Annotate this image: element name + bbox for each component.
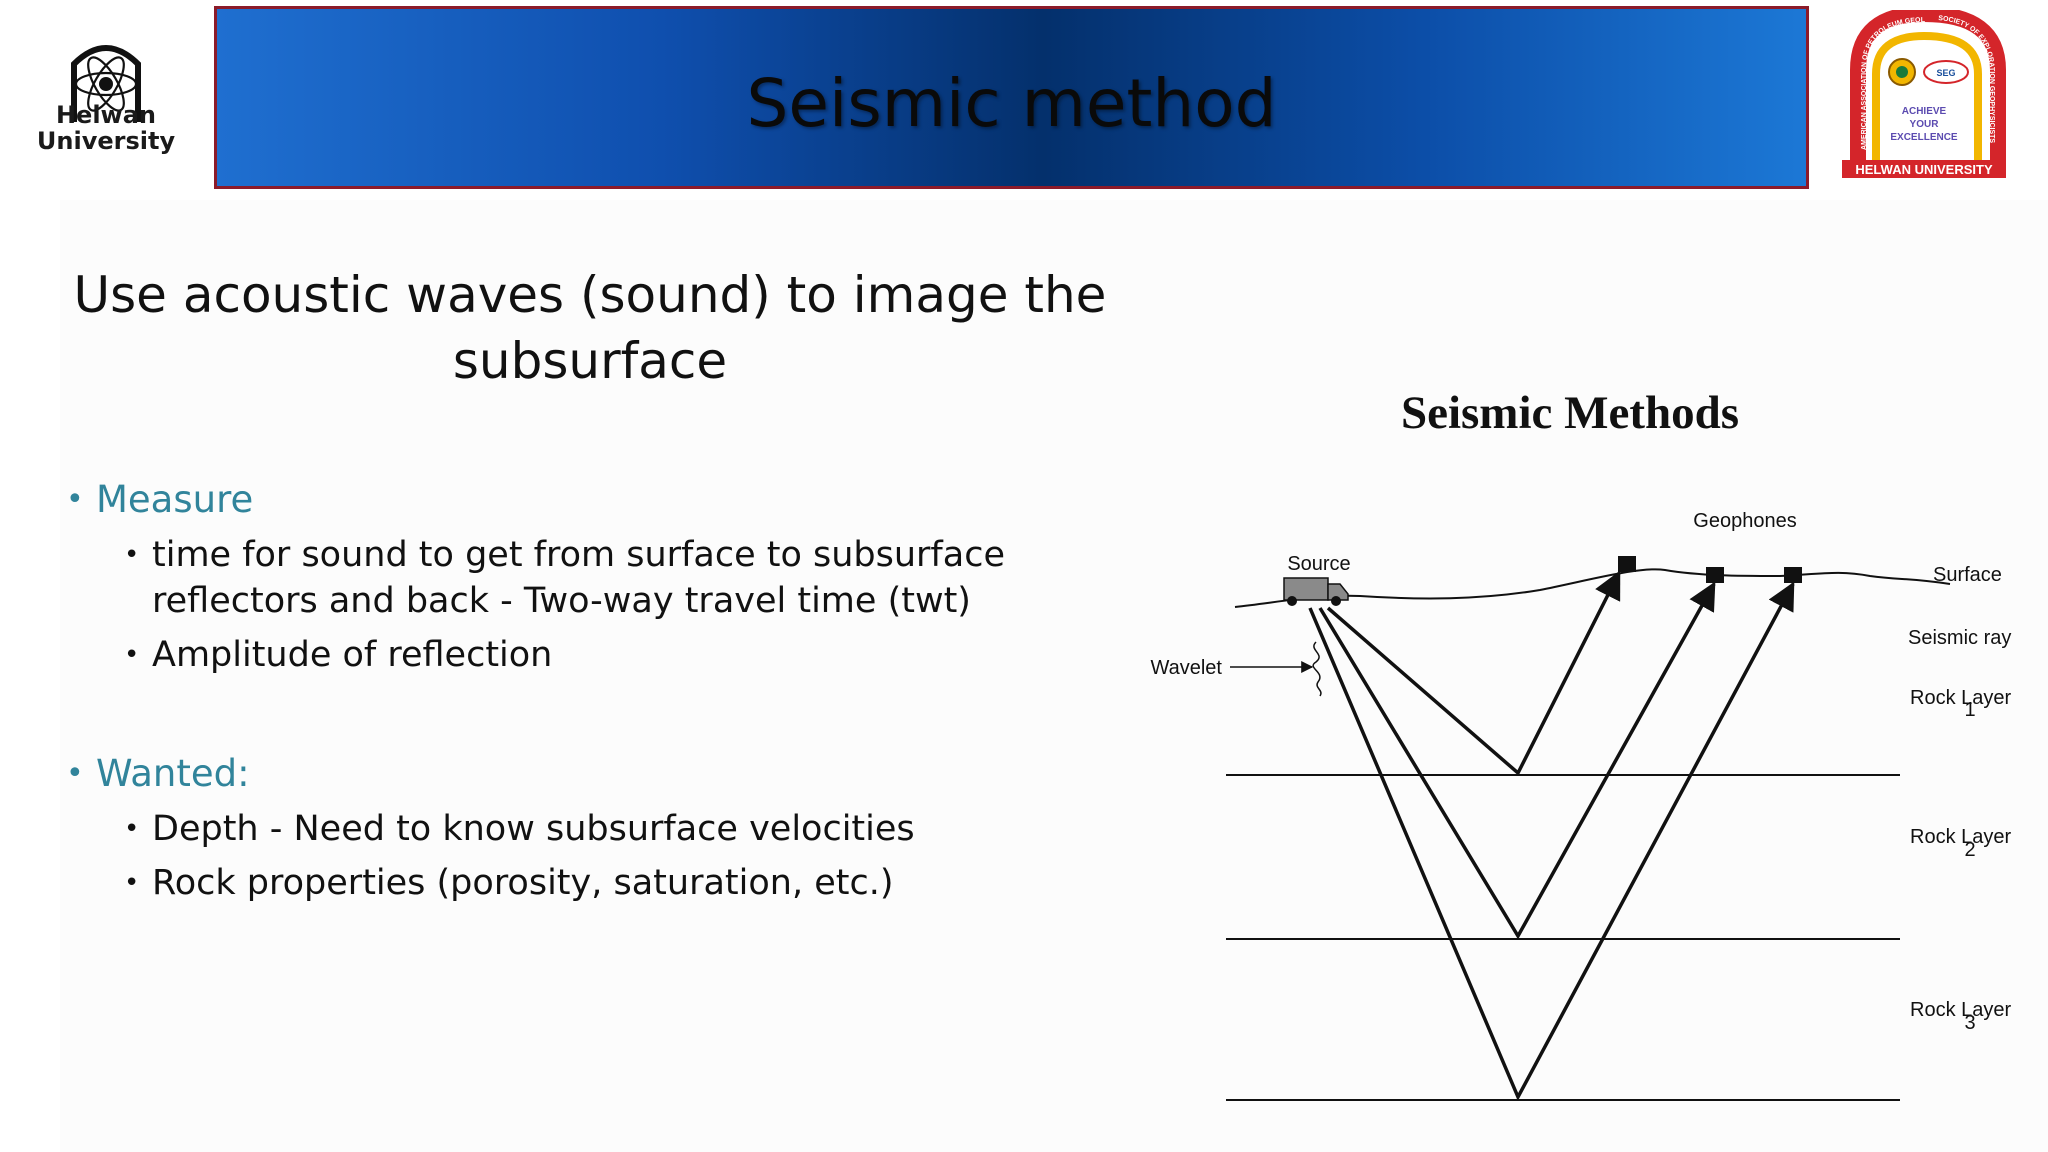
helwan-name-line2: University: [36, 127, 176, 155]
ground-surface-line: [1234, 568, 1951, 608]
label-rock-layer-2-number: 2: [1964, 839, 1975, 861]
label-rock-layer-2: Rock Layer: [1910, 826, 2011, 848]
bullet-wanted-item: Rock properties (porosity, saturation, e…: [120, 860, 1122, 906]
bullet-measure: Measure: [62, 476, 1122, 524]
title-banner: Seismic method: [214, 6, 1809, 189]
bullet-wanted: Wanted:: [62, 750, 1122, 798]
geophone-2: [1706, 567, 1724, 583]
logo-motto-3: EXCELLENCE: [1890, 132, 1958, 143]
label-geophones: Geophones: [1693, 510, 1796, 532]
label-source: Source: [1287, 553, 1350, 575]
geophone-1: [1618, 556, 1636, 572]
label-rock-layer-3-number: 3: [1964, 1012, 1975, 1034]
bullet-measure-item: time for sound to get from surface to su…: [120, 532, 1122, 624]
label-rock-layer-3: Rock Layer: [1910, 999, 2011, 1021]
bullet-wanted-item: Depth - Need to know subsurface velociti…: [120, 806, 1122, 852]
label-rock-layer-1: Rock Layer: [1910, 687, 2011, 709]
label-surface: Surface: [1933, 564, 2002, 586]
helwan-university-logo: [71, 45, 141, 122]
diagram-title: Seismic Methods: [1401, 387, 1739, 439]
ray-layer-3: [1308, 581, 1795, 1102]
slide-heading: Use acoustic waves (sound) to image the …: [60, 262, 1120, 394]
label-seismic-ray: Seismic ray: [1908, 627, 2011, 649]
heading-line-2: subsurface: [452, 332, 728, 390]
bullet-list: Measure time for sound to get from surfa…: [62, 476, 1122, 906]
wavelet-icon: [1312, 641, 1322, 697]
geophone-3: [1784, 567, 1802, 583]
helwan-name-line1: Helwan: [55, 101, 157, 129]
ray-layer-2: [1318, 581, 1716, 940]
bullet-measure-item: Amplitude of reflection: [120, 632, 1122, 678]
logo-bottom-banner: HELWAN UNIVERSITY: [1855, 162, 1993, 177]
logo-motto-2: YOUR: [1910, 119, 1940, 130]
heading-line-1: Use acoustic waves (sound) to image the: [73, 266, 1107, 324]
logo-motto-1: ACHIEVE: [1902, 106, 1947, 117]
helwan-university-name: Helwan University: [20, 102, 192, 154]
page-title: Seismic method: [746, 65, 1277, 142]
label-rock-layer-1-number: 1: [1964, 699, 1975, 721]
seg-badge: SEG: [1936, 68, 1955, 78]
aapg-seg-chapter-logo: AMERICAN ASSOCIATION OF PETROLEUM GEOLOG…: [1838, 10, 2006, 178]
source-truck-icon: [1283, 577, 1349, 606]
seismic-methods-diagram: Seismic Methods Geophones Source: [1150, 387, 2011, 1102]
label-wavelet: Wavelet: [1150, 657, 1222, 679]
ray-layer-1: [1326, 570, 1621, 776]
